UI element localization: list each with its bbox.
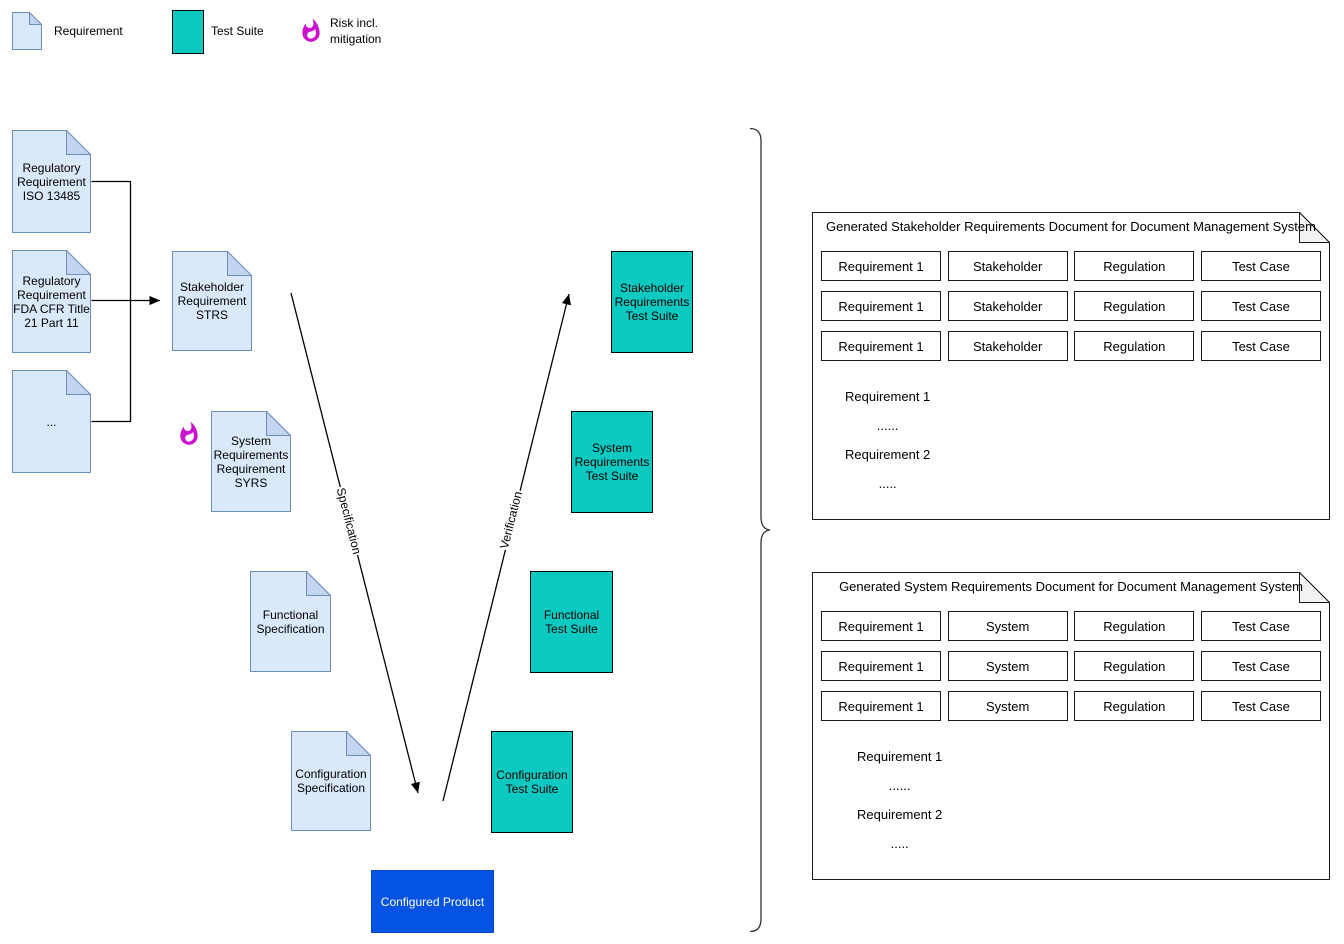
cell-regulation: Regulation: [1074, 611, 1195, 641]
body-line: Requirement 2: [845, 447, 931, 462]
cell-regulation: Regulation: [1074, 651, 1195, 681]
body-line: ......: [876, 418, 899, 433]
cell-stakeholder: Stakeholder: [947, 331, 1068, 361]
panel-title: Generated Stakeholder Requirements Docum…: [826, 219, 1316, 234]
table-row: Requirement 1 System Regulation Test Cas…: [821, 651, 1321, 681]
cell-regulation: Regulation: [1074, 331, 1195, 361]
table-row: Requirement 1 Stakeholder Regulation Tes…: [821, 291, 1321, 321]
doc-label: Regulatory Requirement FDA CFR Title 21 …: [13, 273, 90, 330]
specification-edge-label: Specification: [333, 485, 365, 557]
requirements-text-block: Requirement 1 ...... Requirement 2 .....: [857, 749, 942, 865]
cell-requirement: Requirement 1: [821, 291, 941, 321]
body-line: ......: [888, 778, 911, 793]
cell-requirement: Requirement 1: [821, 651, 941, 681]
suite-functional: Functional Test Suite: [530, 571, 613, 673]
body-line: Requirement 2: [857, 807, 943, 822]
doc-label: Stakeholder Requirement STRS: [177, 280, 247, 322]
configured-product-box: Configured Product: [371, 870, 494, 933]
cell-stakeholder: Stakeholder: [947, 251, 1068, 281]
cell-regulation: Regulation: [1074, 251, 1195, 281]
cell-test-case: Test Case: [1200, 291, 1321, 321]
doc-configuration-specification: Configuration Specification: [291, 731, 371, 831]
product-label: Configured Product: [380, 894, 485, 909]
panel-system-requirements-document: Generated System Requirements Document f…: [812, 572, 1330, 880]
table-row: Requirement 1 Stakeholder Regulation Tes…: [821, 251, 1321, 281]
cell-test-case: Test Case: [1200, 331, 1321, 361]
cell-requirement: Requirement 1: [821, 331, 941, 361]
doc-functional-specification: Functional Specification: [250, 571, 331, 672]
requirements-text-block: Requirement 1 ...... Requirement 2 .....: [845, 389, 930, 505]
curly-brace: [749, 127, 771, 933]
doc-system-requirements-syrs: System Requirements Requirement SYRS: [211, 411, 291, 512]
cell-test-case: Test Case: [1200, 691, 1321, 721]
suite-system-requirements: System Requirements Test Suite: [571, 411, 653, 513]
body-line: Requirement 1: [857, 749, 943, 764]
requirements-table: Requirement 1 Stakeholder Regulation Tes…: [821, 251, 1321, 371]
suite-label: System Requirements Test Suite: [574, 441, 650, 483]
risk-flame-icon: [180, 421, 198, 445]
doc-regulatory-more: ...: [12, 370, 91, 473]
doc-label: Configuration Specification: [295, 767, 367, 795]
legend-risk-label: Risk incl. mitigation: [330, 16, 382, 46]
panel-title: Generated System Requirements Document f…: [839, 579, 1303, 594]
legend-test-suite-label: Test Suite: [211, 24, 264, 38]
body-line: Requirement 1: [845, 389, 931, 404]
verification-edge-label: Verification: [496, 488, 526, 552]
cell-test-case: Test Case: [1200, 651, 1321, 681]
cell-regulation: Regulation: [1074, 291, 1195, 321]
body-line: .....: [878, 476, 897, 491]
doc-regulatory-iso-13485: Regulatory Requirement ISO 13485: [12, 130, 91, 233]
legend-test-suite-swatch: [172, 10, 204, 54]
cell-requirement: Requirement 1: [821, 691, 941, 721]
suite-stakeholder-requirements: Stakeholder Requirements Test Suite: [611, 251, 693, 353]
cell-stakeholder: Stakeholder: [947, 291, 1068, 321]
suite-label: Stakeholder Requirements Test Suite: [614, 281, 690, 323]
suite-label: Configuration Test Suite: [496, 768, 568, 796]
cell-requirement: Requirement 1: [821, 251, 941, 281]
doc-label: Functional Specification: [256, 607, 325, 636]
table-row: Requirement 1 System Regulation Test Cas…: [821, 611, 1321, 641]
body-line: .....: [890, 836, 909, 851]
legend-requirement-doc-icon: [12, 12, 42, 50]
suite-label: Functional Test Suite: [543, 608, 600, 636]
cell-regulation: Regulation: [1074, 691, 1195, 721]
table-row: Requirement 1 Stakeholder Regulation Tes…: [821, 331, 1321, 361]
doc-label: System Requirements Requirement SYRS: [213, 433, 289, 490]
requirements-table: Requirement 1 System Regulation Test Cas…: [821, 611, 1321, 731]
cell-requirement: Requirement 1: [821, 611, 941, 641]
panel-stakeholder-requirements-document: Generated Stakeholder Requirements Docum…: [812, 212, 1330, 520]
cell-system: System: [947, 611, 1068, 641]
doc-label: Regulatory Requirement ISO 13485: [17, 160, 86, 203]
cell-system: System: [947, 651, 1068, 681]
regulatory-merge-connector: [91, 180, 132, 423]
cell-system: System: [947, 691, 1068, 721]
doc-stakeholder-requirement-strs: Stakeholder Requirement STRS: [172, 251, 252, 351]
legend-requirement-label: Requirement: [54, 24, 123, 38]
table-row: Requirement 1 System Regulation Test Cas…: [821, 691, 1321, 721]
cell-test-case: Test Case: [1200, 251, 1321, 281]
cell-test-case: Test Case: [1200, 611, 1321, 641]
legend-flame-icon: [302, 18, 320, 42]
suite-configuration: Configuration Test Suite: [491, 731, 573, 833]
doc-label: ...: [46, 414, 57, 429]
doc-regulatory-fda-cfr: Regulatory Requirement FDA CFR Title 21 …: [12, 250, 91, 353]
